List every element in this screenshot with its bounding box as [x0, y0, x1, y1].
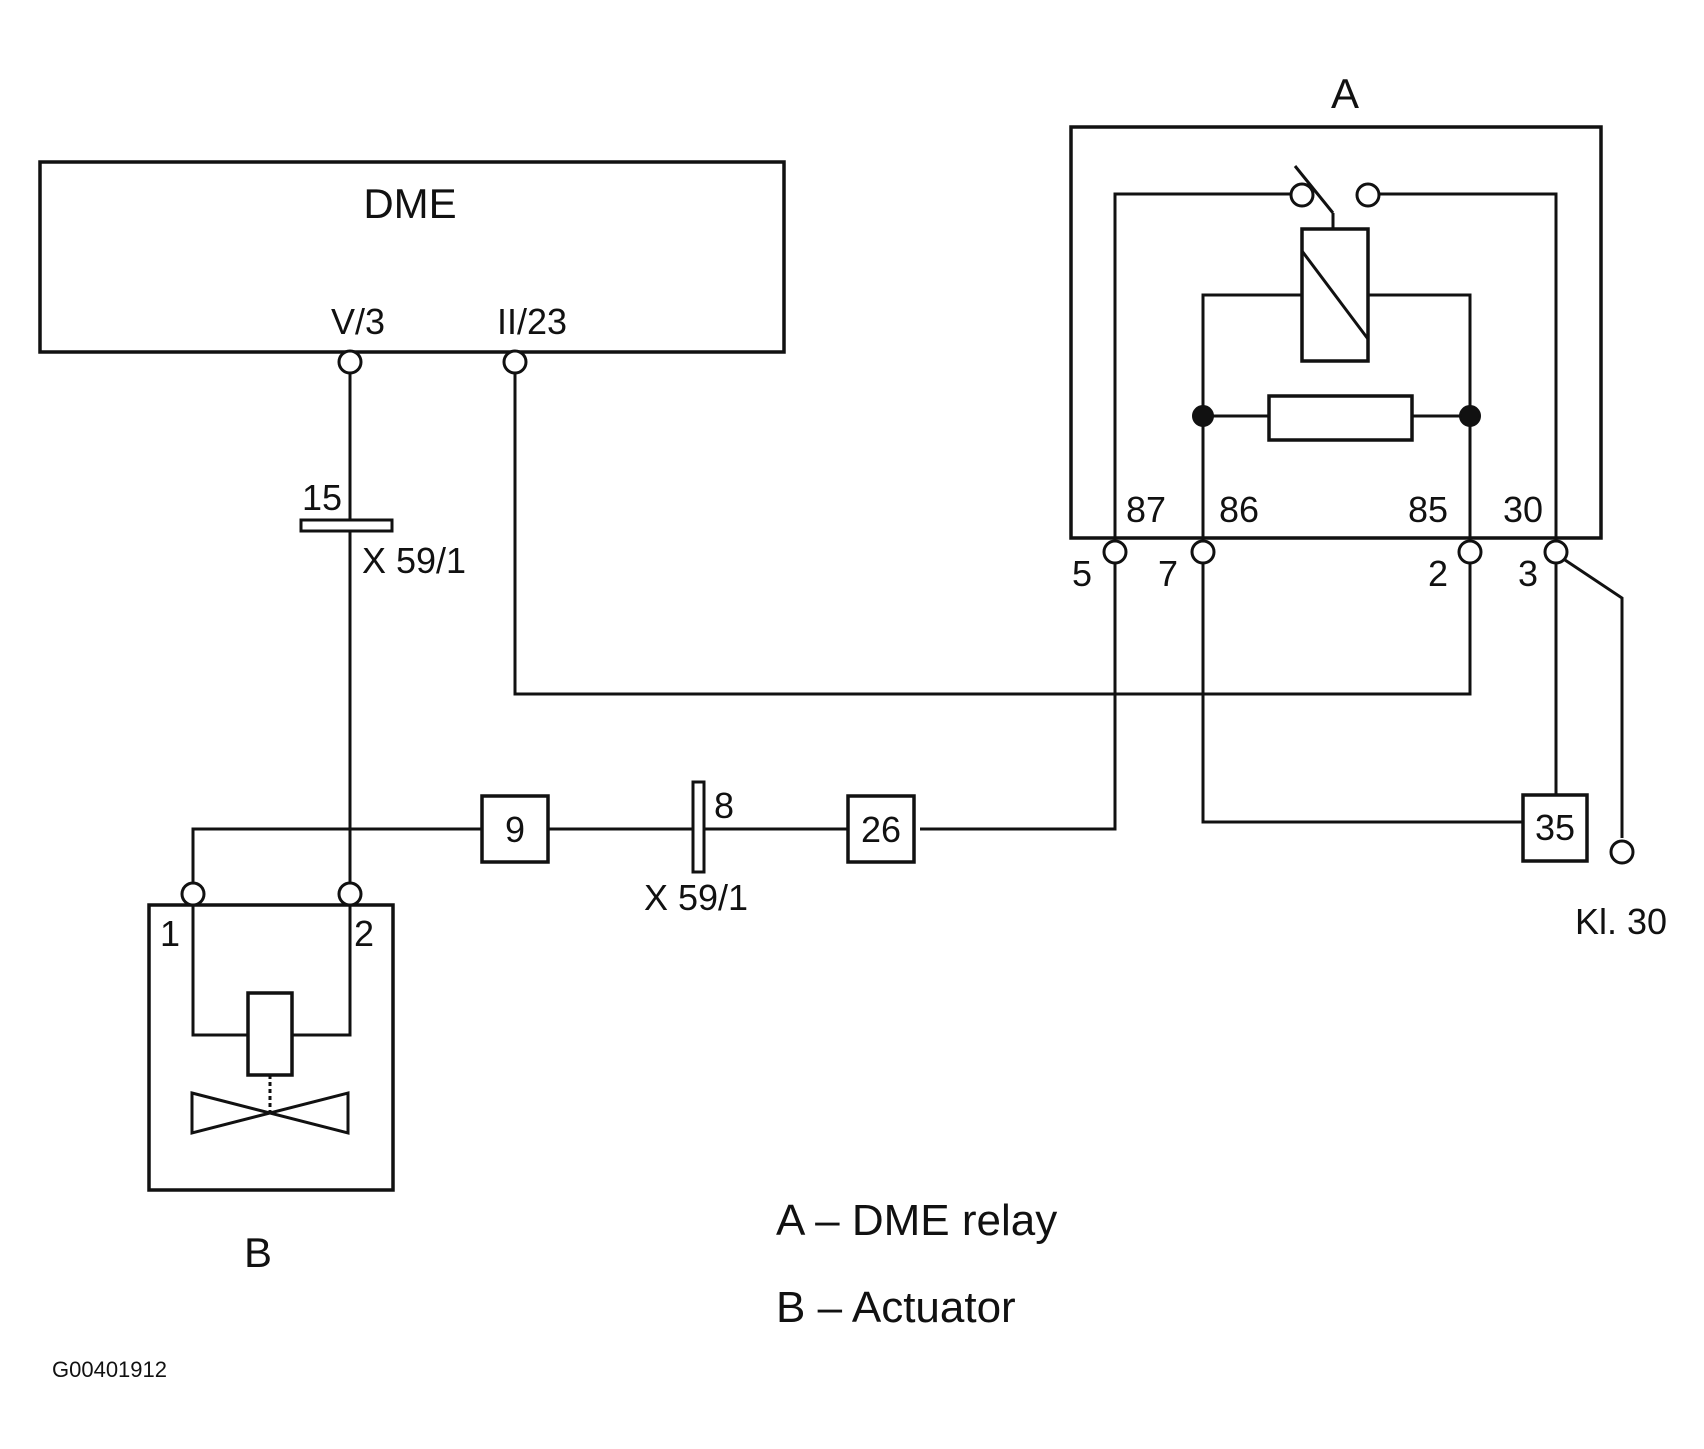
relay-30-lead [1377, 192, 1558, 550]
actuator: 1 2 B [147, 894, 395, 1276]
actuator-box [147, 903, 395, 1192]
junction-dot-left [1192, 405, 1214, 427]
valve-icon [190, 1091, 350, 1135]
relay-pin-85: 85 [1408, 489, 1448, 530]
relay-resistor [1267, 394, 1414, 442]
junction-dot-right [1459, 405, 1481, 427]
relay-coil-diagonal [1300, 250, 1370, 340]
actuator-pin-1-label: 1 [160, 913, 180, 954]
dme-relay: A 87 86 85 30 5 7 2 3 [1069, 70, 1603, 594]
terminals [180, 349, 1635, 907]
connector-15: 15 X 59/1 [299, 477, 466, 581]
connector-8: 8 X 59/1 [644, 780, 748, 918]
switch-contact-right [1355, 182, 1381, 208]
switch-contact-left [1289, 182, 1315, 208]
splice-35: 35 [1521, 793, 1589, 863]
legend: A – DME relay B – Actuator [776, 1196, 1057, 1332]
splice-9: 9 [480, 794, 550, 864]
relay-86-lead [1201, 293, 1302, 550]
relay-box [1069, 125, 1603, 540]
relay-terminal-3: 3 [1518, 553, 1538, 594]
dme-unit: DME V/3 II/23 [38, 160, 786, 354]
relay-terminal-2: 2 [1428, 553, 1448, 594]
splice-35-box [1521, 793, 1589, 863]
relay-87-lead [1113, 192, 1291, 550]
splice-9-label: 9 [505, 809, 525, 850]
relay-terminal-5: 5 [1072, 553, 1092, 594]
switch-arm [1293, 165, 1335, 214]
actuator-lead-2 [292, 894, 352, 1037]
wires [191, 373, 1624, 883]
actuator-letter: B [244, 1229, 272, 1276]
dme-title: DME [363, 180, 456, 227]
relay-letter: A [1331, 70, 1359, 117]
splice-35-label: 35 [1535, 807, 1575, 848]
splice-26: 26 [846, 794, 916, 864]
terminal-actuator-1 [180, 881, 206, 907]
relay-pin-30: 30 [1503, 489, 1543, 530]
legend-a: A – DME relay [776, 1196, 1057, 1245]
wire-26-to-relay-87 [920, 562, 1117, 831]
kl30-label: Kl. 30 [1575, 901, 1667, 942]
relay-pin-87: 87 [1126, 489, 1166, 530]
figure-id: G00401912 [52, 1357, 167, 1382]
terminal-relay-3 [1543, 539, 1569, 565]
terminal-relay-2 [1457, 539, 1483, 565]
terminal-relay-7 [1190, 539, 1216, 565]
connector-15-pin: 15 [302, 477, 342, 518]
splice-26-label: 26 [861, 809, 901, 850]
connector-8-pin: 8 [714, 785, 734, 826]
terminal-dme-v3 [337, 349, 363, 375]
dme-pin-ii23-label: II/23 [497, 301, 567, 342]
legend-b: B – Actuator [776, 1283, 1016, 1332]
terminal-actuator-2 [337, 881, 363, 907]
actuator-lead-1 [191, 894, 248, 1037]
wire-30-to-kl30 [1555, 552, 1624, 838]
splice-9-box [480, 794, 550, 864]
splice-26-box [846, 794, 916, 864]
connector-8-name: X 59/1 [644, 877, 748, 918]
relay-terminal-7: 7 [1158, 553, 1178, 594]
actuator-pin-2-label: 2 [354, 913, 374, 954]
relay-85-lead [1368, 293, 1472, 550]
actuator-solenoid [246, 991, 294, 1077]
dme-pin-v3-label: V/3 [331, 301, 385, 342]
connector-15-name: X 59/1 [362, 540, 466, 581]
terminal-relay-5 [1102, 539, 1128, 565]
terminal-dme-ii23 [502, 349, 528, 375]
terminal-kl30 [1609, 839, 1635, 865]
connector-8-bar [691, 780, 706, 874]
connector-15-bar [299, 518, 394, 533]
wire-86-to-35 [1201, 562, 1523, 824]
wire-ii23-to-relay-85 [513, 373, 1472, 696]
relay-pin-86: 86 [1219, 489, 1259, 530]
wire-actuator-pin1 [191, 827, 482, 883]
dme-box [38, 160, 786, 354]
